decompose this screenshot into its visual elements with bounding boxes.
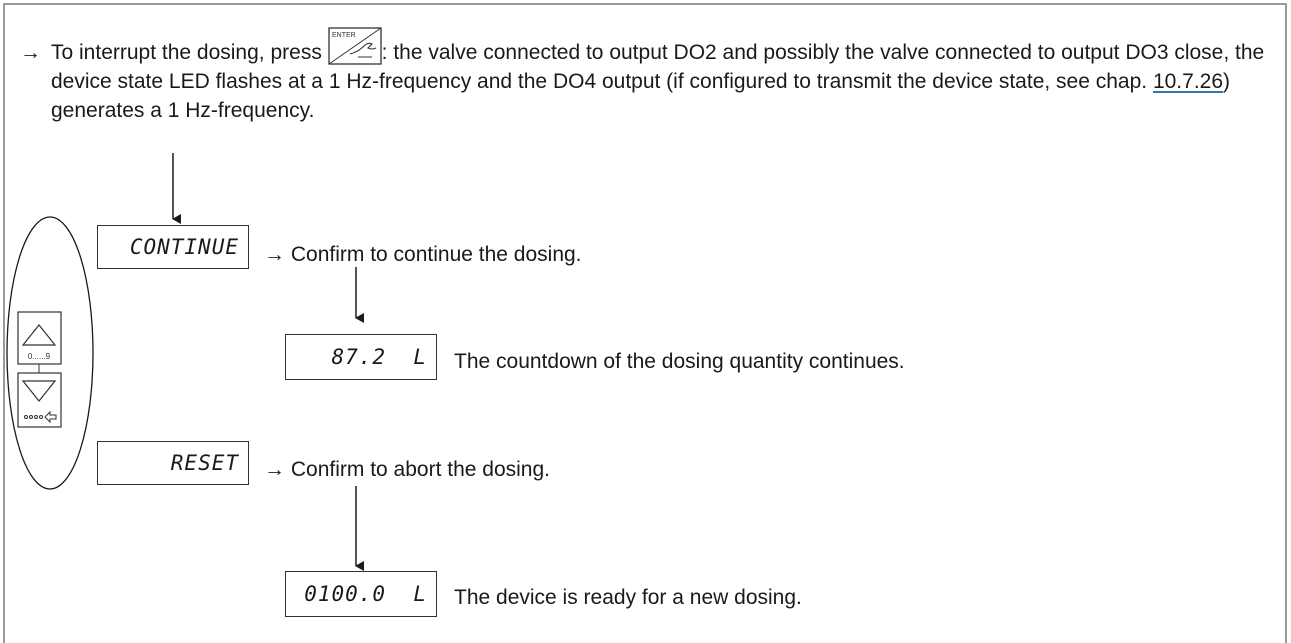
ready-description: The device is ready for a new dosing.	[454, 586, 802, 609]
svg-text:ENTER: ENTER	[332, 32, 356, 39]
document-frame	[3, 3, 1287, 643]
continue-arrow: →	[264, 243, 285, 266]
continue-description: → Confirm to continue the dosing.	[264, 242, 582, 268]
intro-paragraph: → To interrupt the dosing, press ENTER :…	[20, 27, 1270, 125]
up-down-keypad: 0......9	[17, 311, 62, 429]
countdown-description: The countdown of the dosing quantity con…	[454, 350, 905, 373]
lcd-display-countdown: 87.2 L	[285, 334, 437, 380]
intro-text-end: ) generates a 1 Hz-frequency.	[51, 70, 1231, 122]
menu-selection-ellipse	[6, 216, 94, 490]
flow-diagram-lines	[6, 153, 364, 571]
reset-text: Confirm to abort the dosing.	[290, 458, 550, 481]
reset-description: → Confirm to abort the dosing.	[264, 457, 550, 483]
svg-text:0......9: 0......9	[28, 352, 51, 361]
intro-text-before-key: To interrupt the dosing, press	[51, 41, 322, 64]
up-key-icon: 0......9	[17, 311, 62, 365]
continue-text: Confirm to continue the dosing.	[290, 243, 582, 266]
enter-key-icon: ENTER	[328, 27, 382, 65]
reset-arrow: →	[264, 458, 285, 481]
chapter-reference-link[interactable]: 10.7.26	[1152, 70, 1224, 93]
down-key-icon	[17, 372, 62, 428]
intro-arrow: →	[20, 41, 41, 64]
lcd-display-ready: 0100.0 L	[285, 571, 437, 617]
lcd-display-continue: CONTINUE	[97, 225, 249, 269]
lcd-display-reset: RESET	[97, 441, 249, 485]
intro-text-after-key: : the valve connected to output DO2 and …	[51, 41, 1265, 93]
